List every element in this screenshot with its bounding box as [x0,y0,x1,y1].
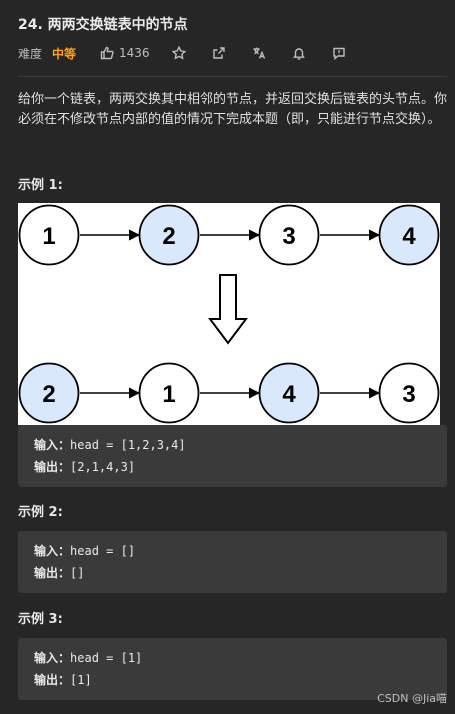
example-1-heading: 示例 1: [18,178,63,193]
like-count: 1436 [119,46,150,60]
problem-title: 24. 两两交换链表中的节点 [18,17,188,33]
output-line: 输出：[2,1,4,3] [34,458,135,475]
input-label: 输入： [34,438,71,452]
thumbs-up-icon [100,46,114,60]
input-line: 输入：head = [] [34,542,135,559]
list-node [18,204,80,266]
share-button[interactable] [210,44,228,62]
star-icon [171,46,186,60]
output-label: 输出： [34,673,71,687]
list-node [378,362,440,424]
translate-button[interactable] [250,44,268,62]
comment-icon [332,47,345,60]
difficulty-label: 难度 [18,46,43,61]
subscribe-button[interactable] [290,44,308,62]
input-value: head = [] [70,544,136,558]
problem-meta-bar: 难度 中等 1436 [18,44,370,62]
example-3-heading: 示例 3: [18,612,63,627]
difficulty-badge: 中等 [52,46,77,61]
down-arrow-icon [208,274,248,345]
translate-icon [253,47,265,59]
input-value: head = [1,2,3,4] [70,438,186,452]
favorite-button[interactable] [170,44,188,62]
input-label: 输入： [34,544,71,558]
output-label: 输出： [34,566,71,580]
example-2-heading: 示例 2: [18,505,63,520]
list-node [258,362,320,424]
share-icon [212,47,225,59]
example-1-code-block: 输入：head = [1,2,3,4] 输出：[2,1,4,3] [18,425,447,487]
list-node [378,204,440,266]
example-2-code-block: 输入：head = [] 输出：[] [18,531,447,593]
output-value: [1] [70,673,92,687]
feedback-button[interactable] [330,44,348,62]
linked-list-diagram: 1 2 3 4 2 1 4 3 [18,204,440,424]
like-button[interactable]: 1436 [100,46,150,60]
list-node [138,362,200,424]
output-value: [] [70,566,85,580]
output-line: 输出：[1] [34,671,92,688]
input-label: 输入： [34,651,71,665]
node-value: 4 [282,381,296,408]
node-value: 1 [42,223,55,250]
node-value: 1 [162,381,175,408]
input-line: 输入：head = [1,2,3,4] [34,436,186,453]
watermark: CSDN @Jia喵 [377,692,447,705]
input-line: 输入：head = [1] [34,649,142,666]
example-3-code-block: 输入：head = [1] 输出：[1] [18,638,447,700]
output-line: 输出：[] [34,564,84,581]
node-value: 3 [402,381,415,408]
bell-icon [292,48,305,60]
node-value: 2 [42,381,55,408]
output-label: 输出： [34,460,71,474]
node-value: 2 [162,223,175,250]
list-node [258,204,320,266]
node-value: 4 [402,223,416,250]
output-value: [2,1,4,3] [70,460,136,474]
node-value: 3 [282,223,295,250]
list-node [18,362,80,424]
header-divider [18,76,447,77]
swap-diagram-image: 1 2 3 4 2 1 4 3 [18,203,440,425]
input-value: head = [1] [70,651,143,665]
list-node [138,204,200,266]
problem-description: 给你一个链表，两两交换其中相邻的节点，并返回交换后链表的头节点。你必须在不修改节… [18,92,448,127]
